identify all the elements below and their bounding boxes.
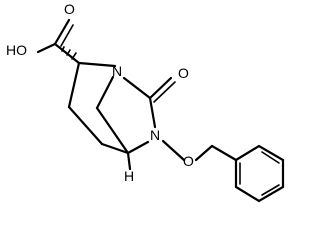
bond-bridge-c5 xyxy=(95,106,130,155)
bond-c7-o-double xyxy=(153,81,176,103)
bond-ch2-ring xyxy=(210,144,238,162)
atom-label-n-amide: N xyxy=(150,127,160,143)
bond-c3-c4 xyxy=(67,105,104,146)
atom-label-o-ether: O xyxy=(183,153,194,169)
bond-n6-o xyxy=(161,139,186,162)
bond-c-o-double-1 xyxy=(53,18,71,46)
bond-c5-h xyxy=(126,151,132,171)
bond-c7-o xyxy=(148,76,173,100)
bond-c-oh xyxy=(36,42,57,54)
bond-n1-c7 xyxy=(122,76,152,100)
bond-n6-c5 xyxy=(126,140,150,155)
bond-c2-n1 xyxy=(77,61,117,68)
bond-c7-n6 xyxy=(148,96,157,129)
atom-label-o-carbonyl-acid: O xyxy=(64,1,75,17)
bond-c4-c5 xyxy=(100,142,130,155)
bond-c2-c3 xyxy=(67,61,81,109)
atom-label-oh-acid: HO xyxy=(6,42,27,58)
hashed-wedge-acid xyxy=(61,46,77,60)
bond-n1-bridge xyxy=(95,75,115,110)
benzene-ring xyxy=(234,144,285,203)
atom-label-n-bridge: N xyxy=(112,63,122,79)
atom-label-o-carbonyl-urea: O xyxy=(178,65,189,81)
bond-c-o-double-2 xyxy=(60,24,74,47)
atom-label-h-stereo: H xyxy=(124,168,134,184)
bond-o-ch2 xyxy=(194,144,214,162)
molecule-structure: O HO N O N O H xyxy=(6,1,285,203)
